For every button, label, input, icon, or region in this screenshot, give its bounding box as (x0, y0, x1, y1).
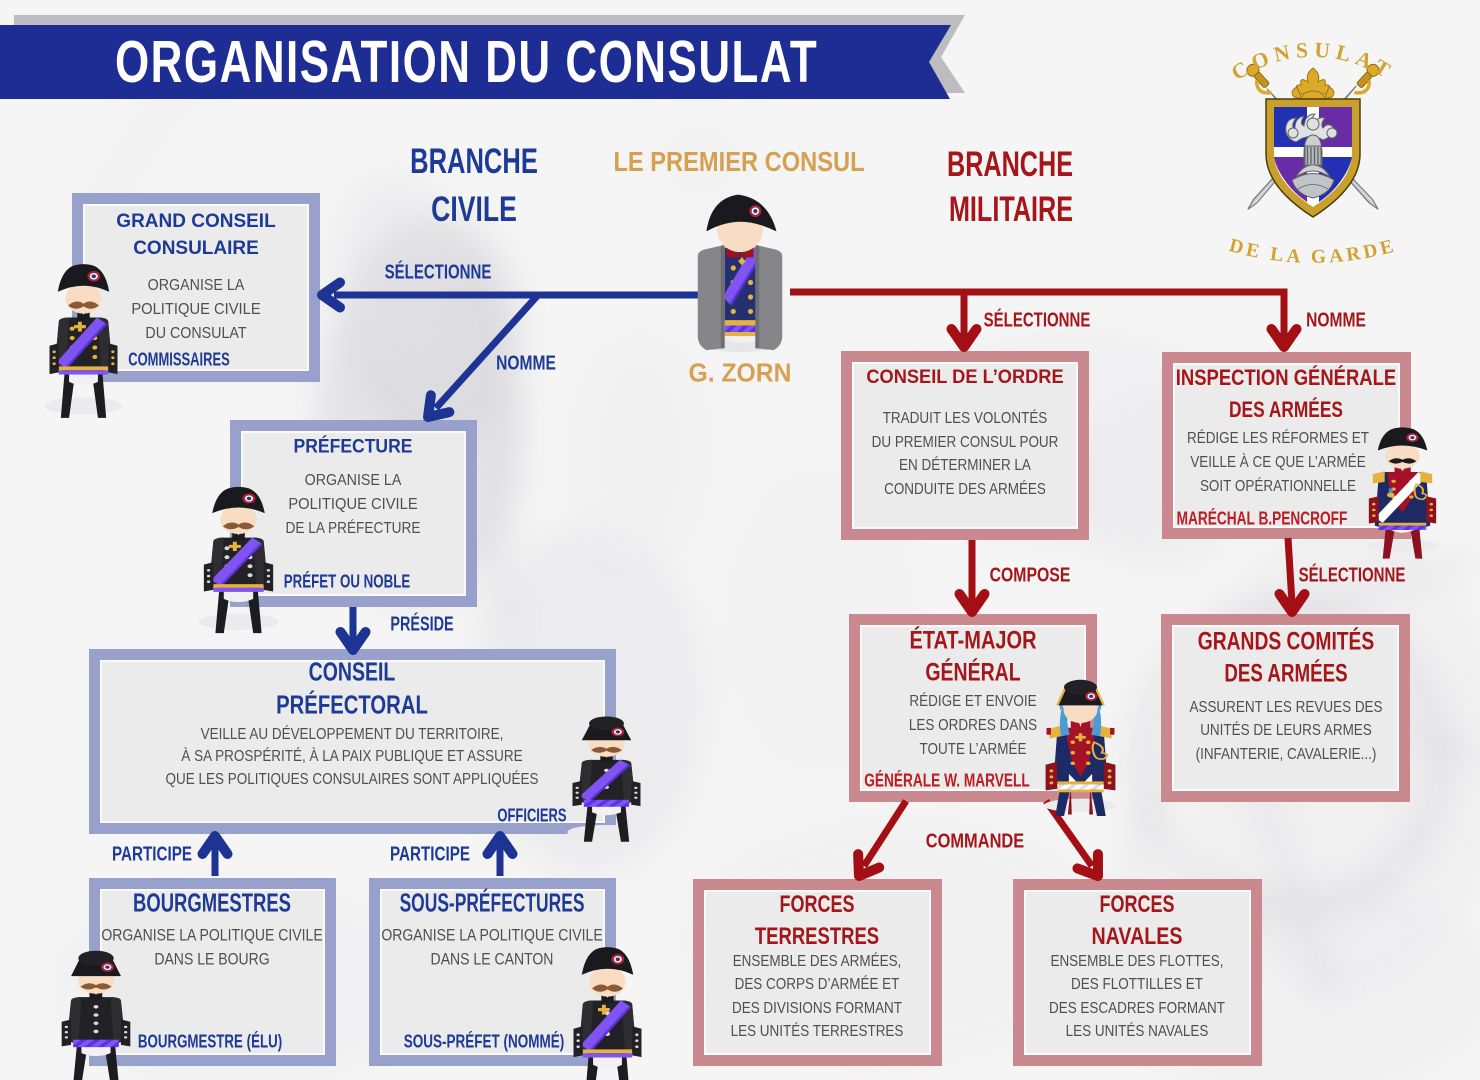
svg-text:DE LA GARDE: DE LA GARDE (1227, 235, 1399, 264)
